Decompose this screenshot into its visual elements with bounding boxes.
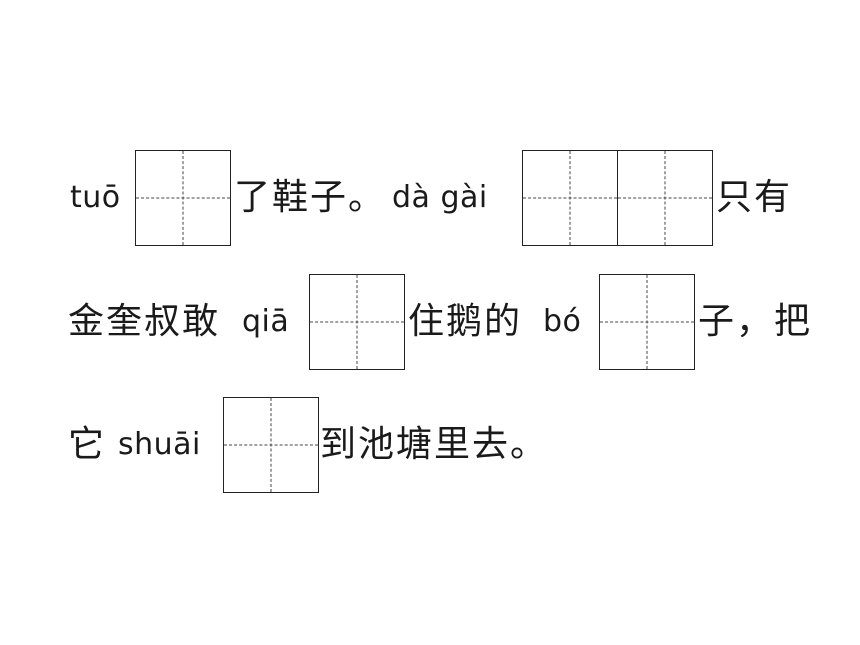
pinyin-da-gai: dà gài [392,180,488,215]
tianzige-cell[interactable] [223,397,319,493]
writing-box-qia[interactable] [309,274,405,370]
pinyin-bo: bó [543,304,582,339]
text-line-1: tuō 了鞋子。 dà gài 只有 [0,150,860,246]
writing-box-da-gai[interactable] [522,150,713,246]
pinyin-tuo: tuō [70,180,121,215]
pinyin-qia: qiā [242,304,290,339]
tianzige-cell[interactable] [618,150,713,246]
text-line-2: 金奎叔敢 qiā 住鹅的 bó 子，把 [0,274,860,370]
tianzige-cell[interactable] [599,274,695,370]
writing-box-shuai[interactable] [223,397,319,493]
tianzige-cell[interactable] [135,150,231,246]
text-ta: 它 [68,424,107,465]
tianzige-cell[interactable] [522,150,618,246]
text-zi-ba: 子，把 [698,301,813,342]
writing-box-bo[interactable] [599,274,695,370]
text-zhi-you: 只有 [716,177,793,218]
text-jinkuishu-gan: 金奎叔敢 [68,301,221,342]
tianzige-cell[interactable] [309,274,405,370]
text-dao-chitang-li-qu: 到池塘里去。 [320,424,549,465]
text-le-xiezi: 了鞋子。 [234,177,387,218]
pinyin-shuai: shuāi [118,427,201,462]
text-zhu-e-de: 住鹅的 [408,301,523,342]
writing-box-tuo[interactable] [135,150,231,246]
text-line-3: 它 shuāi 到池塘里去。 [0,397,860,493]
